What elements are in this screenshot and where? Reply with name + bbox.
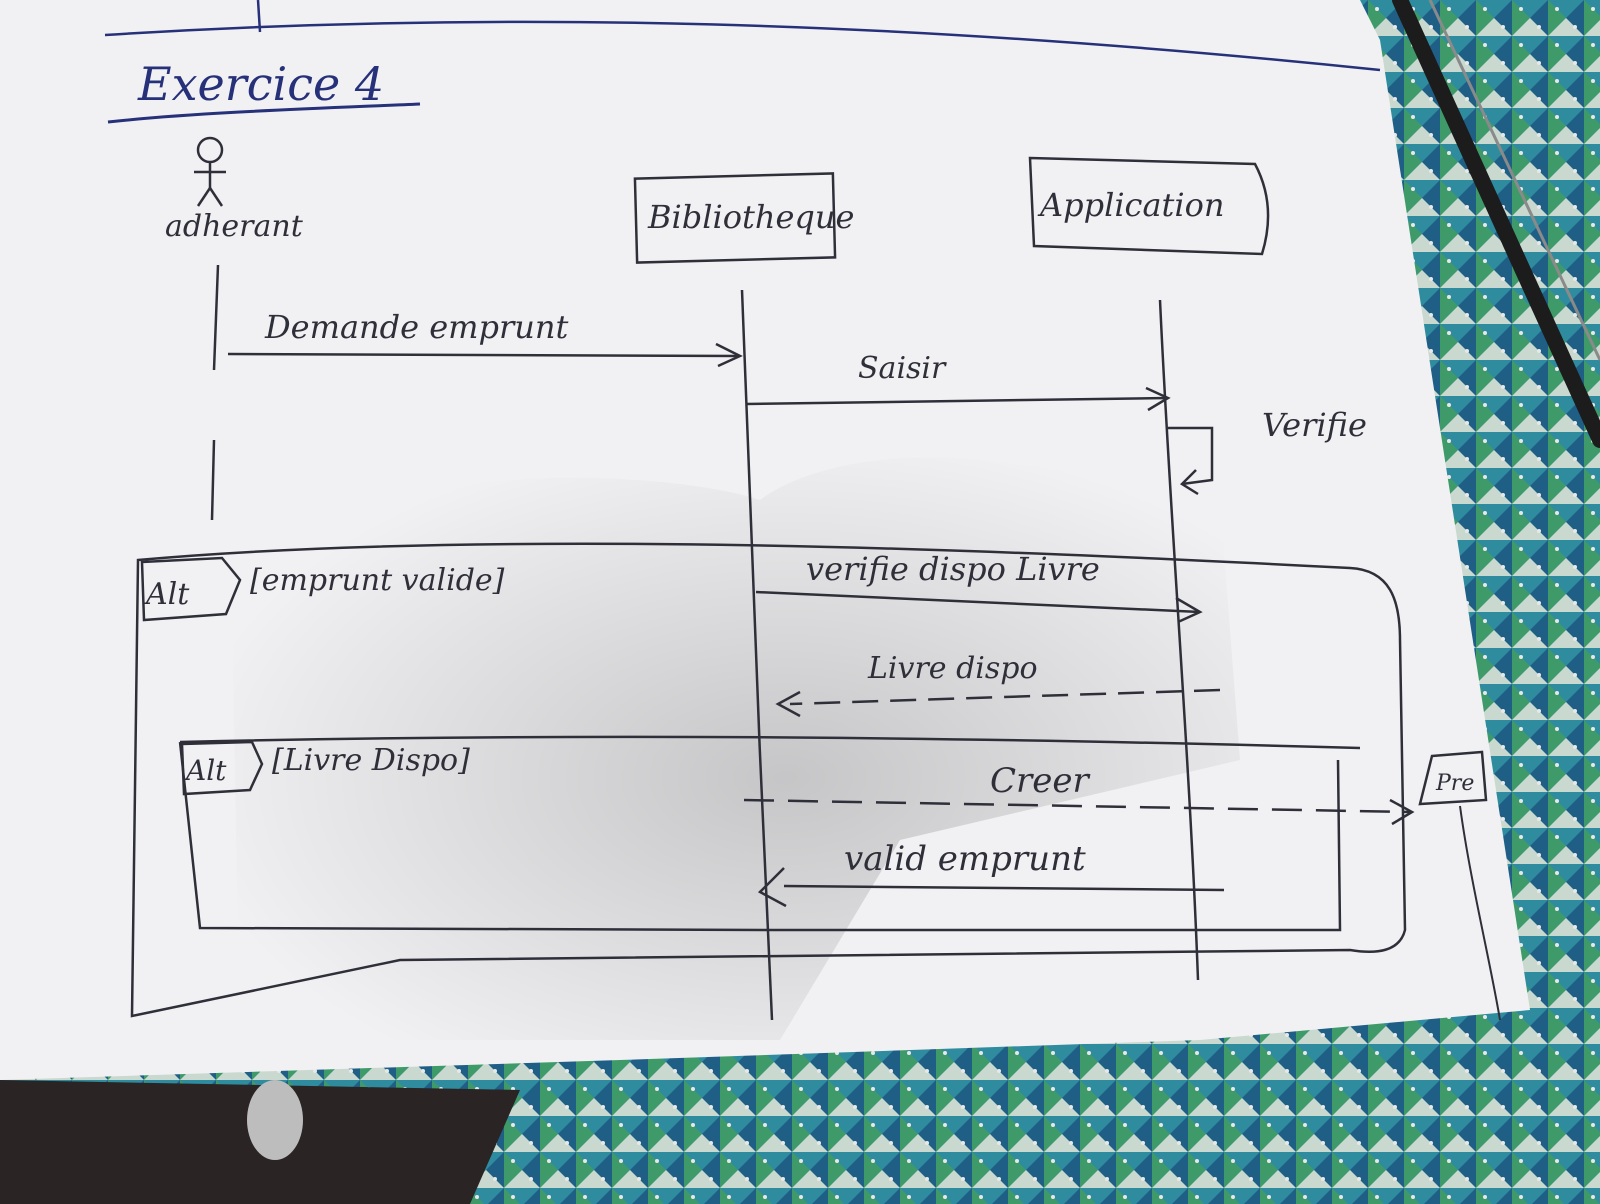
message-label-creer: Creer [990,761,1091,801]
lifeline-label-bibliotheque: Bibliotheque [647,198,854,236]
message-label-demande: Demande emprunt [264,308,569,346]
created-object-box [1418,750,1488,806]
fragment-outer [130,542,1407,1018]
message-arrow-creer [743,798,1411,814]
message-label-verifie-dispo: verifie dispo Livre [806,550,1100,588]
message-arrow-valid-emprunt [783,884,1225,892]
message-arrow-demande [227,352,741,358]
lifeline-box-bibliotheque [633,172,837,264]
fragment-operator-box-outer [140,556,242,622]
message-arrow-livre-dispo [789,688,1221,706]
message-label-valid-emprunt: valid emprunt [844,839,1086,879]
fragment-operator-box-inner [180,740,264,796]
metal-ring [247,1080,303,1160]
created-object-label: Pre [1435,771,1474,796]
message-arrow-verifie-dispo [755,590,1201,614]
fragment-inner [178,735,1361,932]
lifeline-application [1158,299,1200,981]
lifeline-box-application [1028,156,1270,256]
message-label-livre-dispo: Livre dispo [867,651,1038,686]
stick-figure-icon [194,136,226,207]
lifeline-label-application: Application [1037,186,1225,224]
lifeline-bibliotheque [740,289,774,1021]
lifeline-created-object [1459,805,1501,1021]
fragment-operator-outer: Alt [143,577,190,612]
pen [1392,0,1600,448]
page-title: Exercice 4 [137,57,384,111]
message-arrow-saisir [745,396,1169,406]
fragment-guard-outer: [emprunt valide] [250,563,505,598]
top-rule [104,20,1381,72]
title-underline [107,102,421,124]
actor-label: adherant [165,209,304,244]
message-label-saisir: Saisir [858,351,947,386]
message-self-verifie [1168,426,1214,486]
fragment-operator-inner: Alt [183,754,227,787]
fragment-guard-inner: [Livre Dispo] [272,743,470,778]
lifeline-actor [210,264,220,521]
message-label-verifie: Verifie [1262,406,1367,444]
